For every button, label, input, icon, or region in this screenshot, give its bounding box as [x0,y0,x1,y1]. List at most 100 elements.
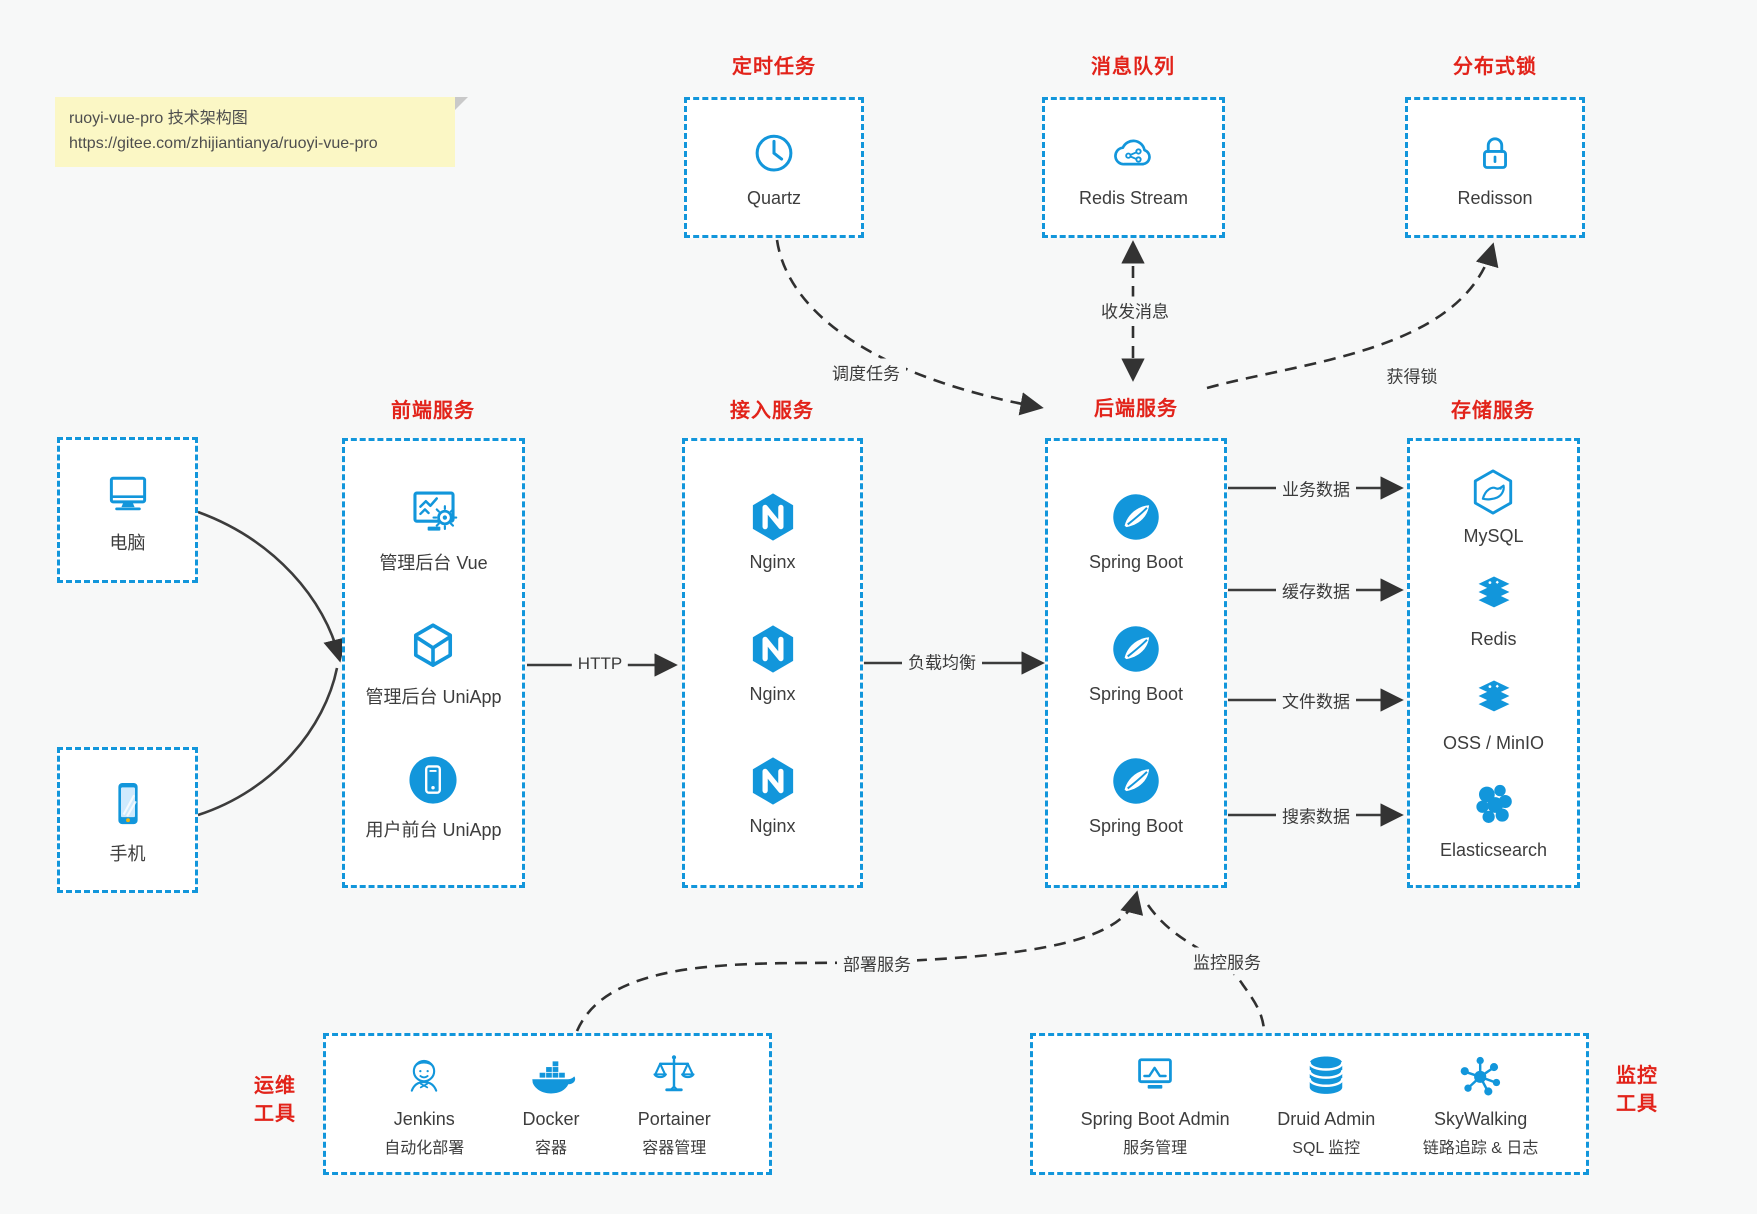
phone-label: 手机 [109,843,146,864]
admin-screen-gear-icon [412,491,457,531]
lock-box: Redisson [1405,97,1585,238]
cloud-network-icon [1114,139,1152,165]
druid-admin-label: Druid Admin [1277,1109,1376,1129]
nginx-icon [752,493,793,541]
elasticsearch-node: Elasticsearch [1440,777,1547,861]
druid-admin-node: Druid Admin SQL 监控 [1277,1050,1375,1158]
edge-computer-to-frontend [197,510,347,663]
jenkins-node: Jenkins 自动化部署 [384,1050,464,1158]
mysql-label: MySQL [1463,525,1524,546]
redis-stream-label: Redis Stream [1078,187,1189,208]
oss-stack-icon [1478,680,1509,712]
spring-boot-admin-node: Spring Boot Admin 服务管理 [1081,1050,1230,1158]
mysql-icon [1474,469,1513,515]
jenkins-label: Jenkins [393,1109,455,1129]
portainer-label: Portainer [637,1109,711,1129]
elasticsearch-label: Elasticsearch [1439,840,1548,861]
computer-box: 电脑 [57,437,198,583]
elasticsearch-icon [1476,785,1513,824]
monitor-chart-icon [1138,1058,1172,1089]
mq-box: Redis Stream [1042,97,1225,238]
edge-label-deploy: 部署服务 [837,949,917,977]
edge-label-load-balance: 负载均衡 [902,647,982,675]
admin-vue-label: 管理后台 Vue [379,552,488,573]
docker-label: Docker [522,1109,580,1129]
edge-label-acquire-lock: 获得锁 [1380,361,1444,389]
clock-icon [755,134,793,172]
lock-icon [1483,136,1507,169]
note-title: ruoyi-vue-pro 技术架构图 [69,110,248,127]
mobile-app-icon [409,756,458,804]
computer-label: 电脑 [109,532,146,553]
scales-icon [653,1055,695,1092]
gateway-group-title: 接入服务 [730,400,814,422]
redisson-node: Redisson [1457,127,1533,209]
nginx-label: Nginx [749,684,796,704]
monitoring-group-title: 监控 工具 [1616,1065,1658,1115]
edge-phone-to-frontend [197,667,339,817]
ops-box: Jenkins 自动化部署 Docker 容器 [323,1033,772,1175]
skywalking-desc: 链路追踪 & 日志 [1422,1140,1539,1157]
oss-minio-label: OSS / MinIO [1442,732,1545,753]
spring-icon [1113,626,1159,672]
note-url: https://gitee.com/zhijiantianya/ruoyi-vu… [69,134,378,152]
spring-icon [1113,494,1159,540]
nginx-node-3: Nginx [745,753,801,837]
user-uniapp-node: 用户前台 UniApp [365,751,502,842]
skywalking-node: SkyWalking 链路追踪 & 日志 [1422,1050,1539,1158]
edge-label-cache-data: 缓存数据 [1276,576,1356,604]
phone-node: 手机 [100,775,156,866]
edge-acquire-lock-dashed [1206,242,1499,390]
cube-icon [414,622,453,667]
edge-label-file-data: 文件数据 [1276,686,1356,714]
backend-box: Spring Boot Spring Boot Spring Boot [1045,438,1227,888]
redis-label: Redis [1470,629,1517,650]
spring-boot-label: Spring Boot [1088,816,1184,836]
docker-icon [532,1061,576,1094]
portainer-desc: 容器管理 [642,1140,707,1157]
spring-boot-label: Spring Boot [1088,684,1184,704]
redis-stack-icon [1478,576,1509,608]
ops-group-title: 运维 工具 [254,1075,296,1125]
edge-label-search-data: 搜索数据 [1276,801,1356,829]
spring-boot-node-3: Spring Boot [1089,753,1183,837]
nginx-label: Nginx [749,552,796,572]
storage-box: MySQL Redis OSS / MinIO [1407,438,1580,888]
frontend-box: 管理后台 Vue 管理后台 UniApp 用户前台 UniApp [342,438,525,888]
spring-boot-node-1: Spring Boot [1089,489,1183,573]
spring-boot-node-2: Spring Boot [1089,621,1183,705]
backend-group-title: 后端服务 [1094,398,1178,420]
admin-uniapp-node: 管理后台 UniApp [365,618,502,709]
topology-icon [1460,1056,1500,1096]
edge-label-messages: 收发消息 [1095,296,1175,324]
smartphone-icon [117,782,138,824]
admin-vue-node: 管理后台 Vue [379,484,488,575]
docker-desc: 容器 [534,1140,567,1157]
docker-node: Docker 容器 [522,1050,579,1158]
jenkins-desc: 自动化部署 [384,1140,465,1157]
database-icon [1308,1056,1344,1094]
druid-admin-desc: SQL 监控 [1292,1140,1361,1157]
redisson-label: Redisson [1457,187,1533,208]
quartz-node: Quartz [747,127,801,209]
user-uniapp-label: 用户前台 UniApp [365,820,502,841]
skywalking-label: SkyWalking [1433,1109,1528,1129]
redis-stream-node: Redis Stream [1079,127,1188,209]
desktop-icon [109,476,146,510]
oss-minio-node: OSS / MinIO [1443,674,1544,754]
monitoring-box: Spring Boot Admin 服务管理 Druid Admin SQL 监… [1030,1033,1589,1175]
nginx-label: Nginx [749,816,796,836]
spring-boot-label: Spring Boot [1088,552,1184,572]
quartz-label: Quartz [746,187,802,208]
portainer-node: Portainer 容器管理 [638,1050,711,1158]
spring-boot-admin-desc: 服务管理 [1123,1140,1188,1157]
scheduler-group-title: 定时任务 [732,56,816,78]
nginx-node-2: Nginx [745,621,801,705]
edge-label-business-data: 业务数据 [1276,474,1356,502]
frontend-group-title: 前端服务 [391,400,475,422]
scheduler-box: Quartz [684,97,864,238]
edge-label-monitor: 监控服务 [1187,947,1267,975]
mysql-node: MySQL [1463,465,1524,547]
lock-group-title: 分布式锁 [1453,56,1537,78]
